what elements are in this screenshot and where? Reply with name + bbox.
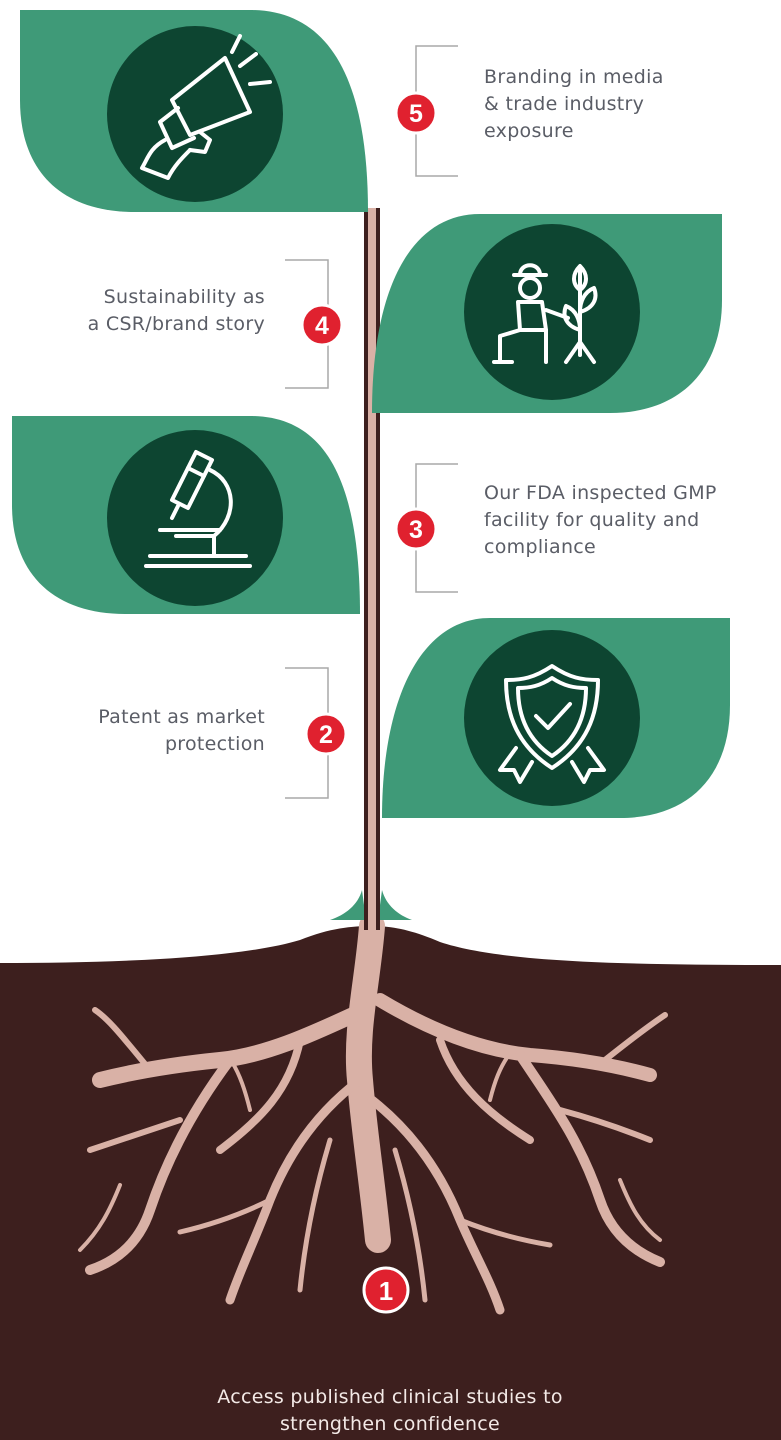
step-1-line-1: Access published clinical studies to <box>217 1386 563 1408</box>
stem-base-left <box>330 890 366 920</box>
step-2-line-1: Patent as market <box>98 706 265 728</box>
step-4-line-2: a CSR/brand story <box>87 313 265 335</box>
badge-number-5: 5 <box>409 100 423 128</box>
microscope-icon <box>144 450 252 568</box>
step-4-line-1: Sustainability as <box>103 286 265 308</box>
shield-check-icon <box>498 664 606 784</box>
step-2-line-2: protection <box>164 733 265 755</box>
stem-base-right <box>378 890 412 920</box>
icon-circle-3 <box>107 430 283 606</box>
icon-circle-2 <box>464 630 640 806</box>
badge-number-4: 4 <box>315 312 329 340</box>
step-3-label: Our FDA inspected GMP facility for quali… <box>484 480 779 561</box>
step-2-label: Patent as market protection <box>20 704 265 758</box>
badge-5: 5 <box>394 91 438 135</box>
step-5-line-1: Branding in media <box>484 66 664 88</box>
step-3-line-1: Our FDA inspected GMP <box>484 482 717 504</box>
icon-circle-5 <box>107 26 283 202</box>
megaphone-icon <box>140 34 272 180</box>
badge-3: 3 <box>394 507 438 551</box>
step-1-line-2: strengthen confidence <box>279 1413 501 1435</box>
badge-2: 2 <box>304 712 348 756</box>
roots <box>78 913 668 1315</box>
step-5-label: Branding in media & trade industry expos… <box>484 64 744 145</box>
step-3-line-3: compliance <box>484 536 597 558</box>
step-5-line-2: & trade industry <box>484 93 645 115</box>
main-stem-core <box>368 208 376 930</box>
badge-1: 1 <box>362 1266 410 1314</box>
step-1-label: Access published clinical studies to str… <box>90 1384 690 1438</box>
badge-4: 4 <box>300 303 344 347</box>
badge-number-1: 1 <box>379 1276 393 1306</box>
badge-number-3: 3 <box>409 516 423 544</box>
step-4-label: Sustainability as a CSR/brand story <box>20 284 265 338</box>
step-3-line-2: facility for quality and <box>484 509 700 531</box>
farmer-plant-icon <box>492 263 598 364</box>
badge-number-2: 2 <box>319 721 333 749</box>
step-5-line-3: exposure <box>484 120 574 142</box>
